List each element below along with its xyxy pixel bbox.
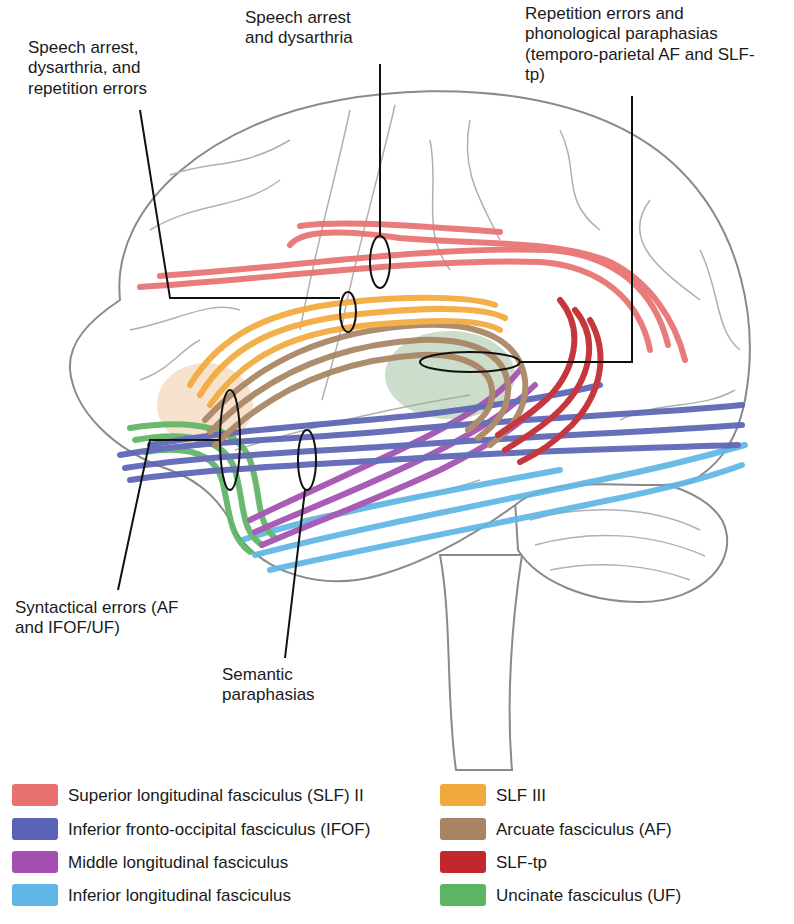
callout-label: Speech arrest, dysarthria, and repetitio… bbox=[28, 38, 178, 99]
leader-line bbox=[140, 110, 340, 298]
callout-label: Semantic paraphasias bbox=[222, 665, 342, 706]
slftp-tract bbox=[498, 300, 600, 462]
leader-line bbox=[379, 64, 381, 236]
legend-label: Inferior longitudinal fasciculus bbox=[68, 885, 291, 907]
legend-swatch bbox=[440, 884, 486, 906]
leader-line bbox=[520, 96, 632, 362]
cerebrum-outline bbox=[70, 91, 750, 581]
legend-swatch bbox=[12, 884, 58, 906]
callout-label-box: Repetition errors and phonological parap… bbox=[525, 4, 760, 86]
legend-label: Middle longitudinal fasciculus bbox=[68, 852, 288, 874]
legend-label: SLF-tp bbox=[496, 852, 547, 874]
callout-label-box: Syntactical errors (AF and IFOF/UF) bbox=[15, 598, 180, 639]
legend-label: Uncinate fasciculus (UF) bbox=[496, 885, 681, 907]
legend-swatch bbox=[12, 851, 58, 873]
lesion-marker bbox=[220, 390, 240, 490]
legend-swatch bbox=[12, 818, 58, 840]
brainstem bbox=[440, 555, 522, 770]
slf2-tract bbox=[140, 224, 685, 360]
callout-label: Repetition errors and phonological parap… bbox=[525, 4, 760, 86]
legend-label: Superior longitudinal fasciculus (SLF) I… bbox=[68, 785, 364, 807]
legend-label: Arcuate fasciculus (AF) bbox=[496, 819, 672, 841]
callout-label: Syntactical errors (AF and IFOF/UF) bbox=[15, 598, 180, 639]
lesion-marker bbox=[370, 236, 390, 288]
legend-swatch bbox=[12, 784, 58, 806]
lesion-marker bbox=[340, 292, 356, 332]
legend-label: SLF III bbox=[496, 785, 546, 807]
callout-label-box: Speech arrest, dysarthria, and repetitio… bbox=[28, 38, 178, 99]
leader-line bbox=[285, 490, 305, 658]
legend-swatch bbox=[440, 818, 486, 840]
lesion-marker bbox=[298, 430, 316, 490]
legend-label: Inferior fronto-occipital fasciculus (IF… bbox=[68, 819, 370, 841]
legend-swatch bbox=[440, 851, 486, 873]
gyri bbox=[130, 105, 740, 580]
callout-label: Speech arrest and dysarthria bbox=[245, 8, 370, 49]
callout-label-box: Semantic paraphasias bbox=[222, 665, 342, 706]
legend-swatch bbox=[440, 784, 486, 806]
callout-label-box: Speech arrest and dysarthria bbox=[245, 8, 370, 49]
leader-line bbox=[118, 440, 220, 590]
lesion-marker bbox=[420, 352, 520, 372]
